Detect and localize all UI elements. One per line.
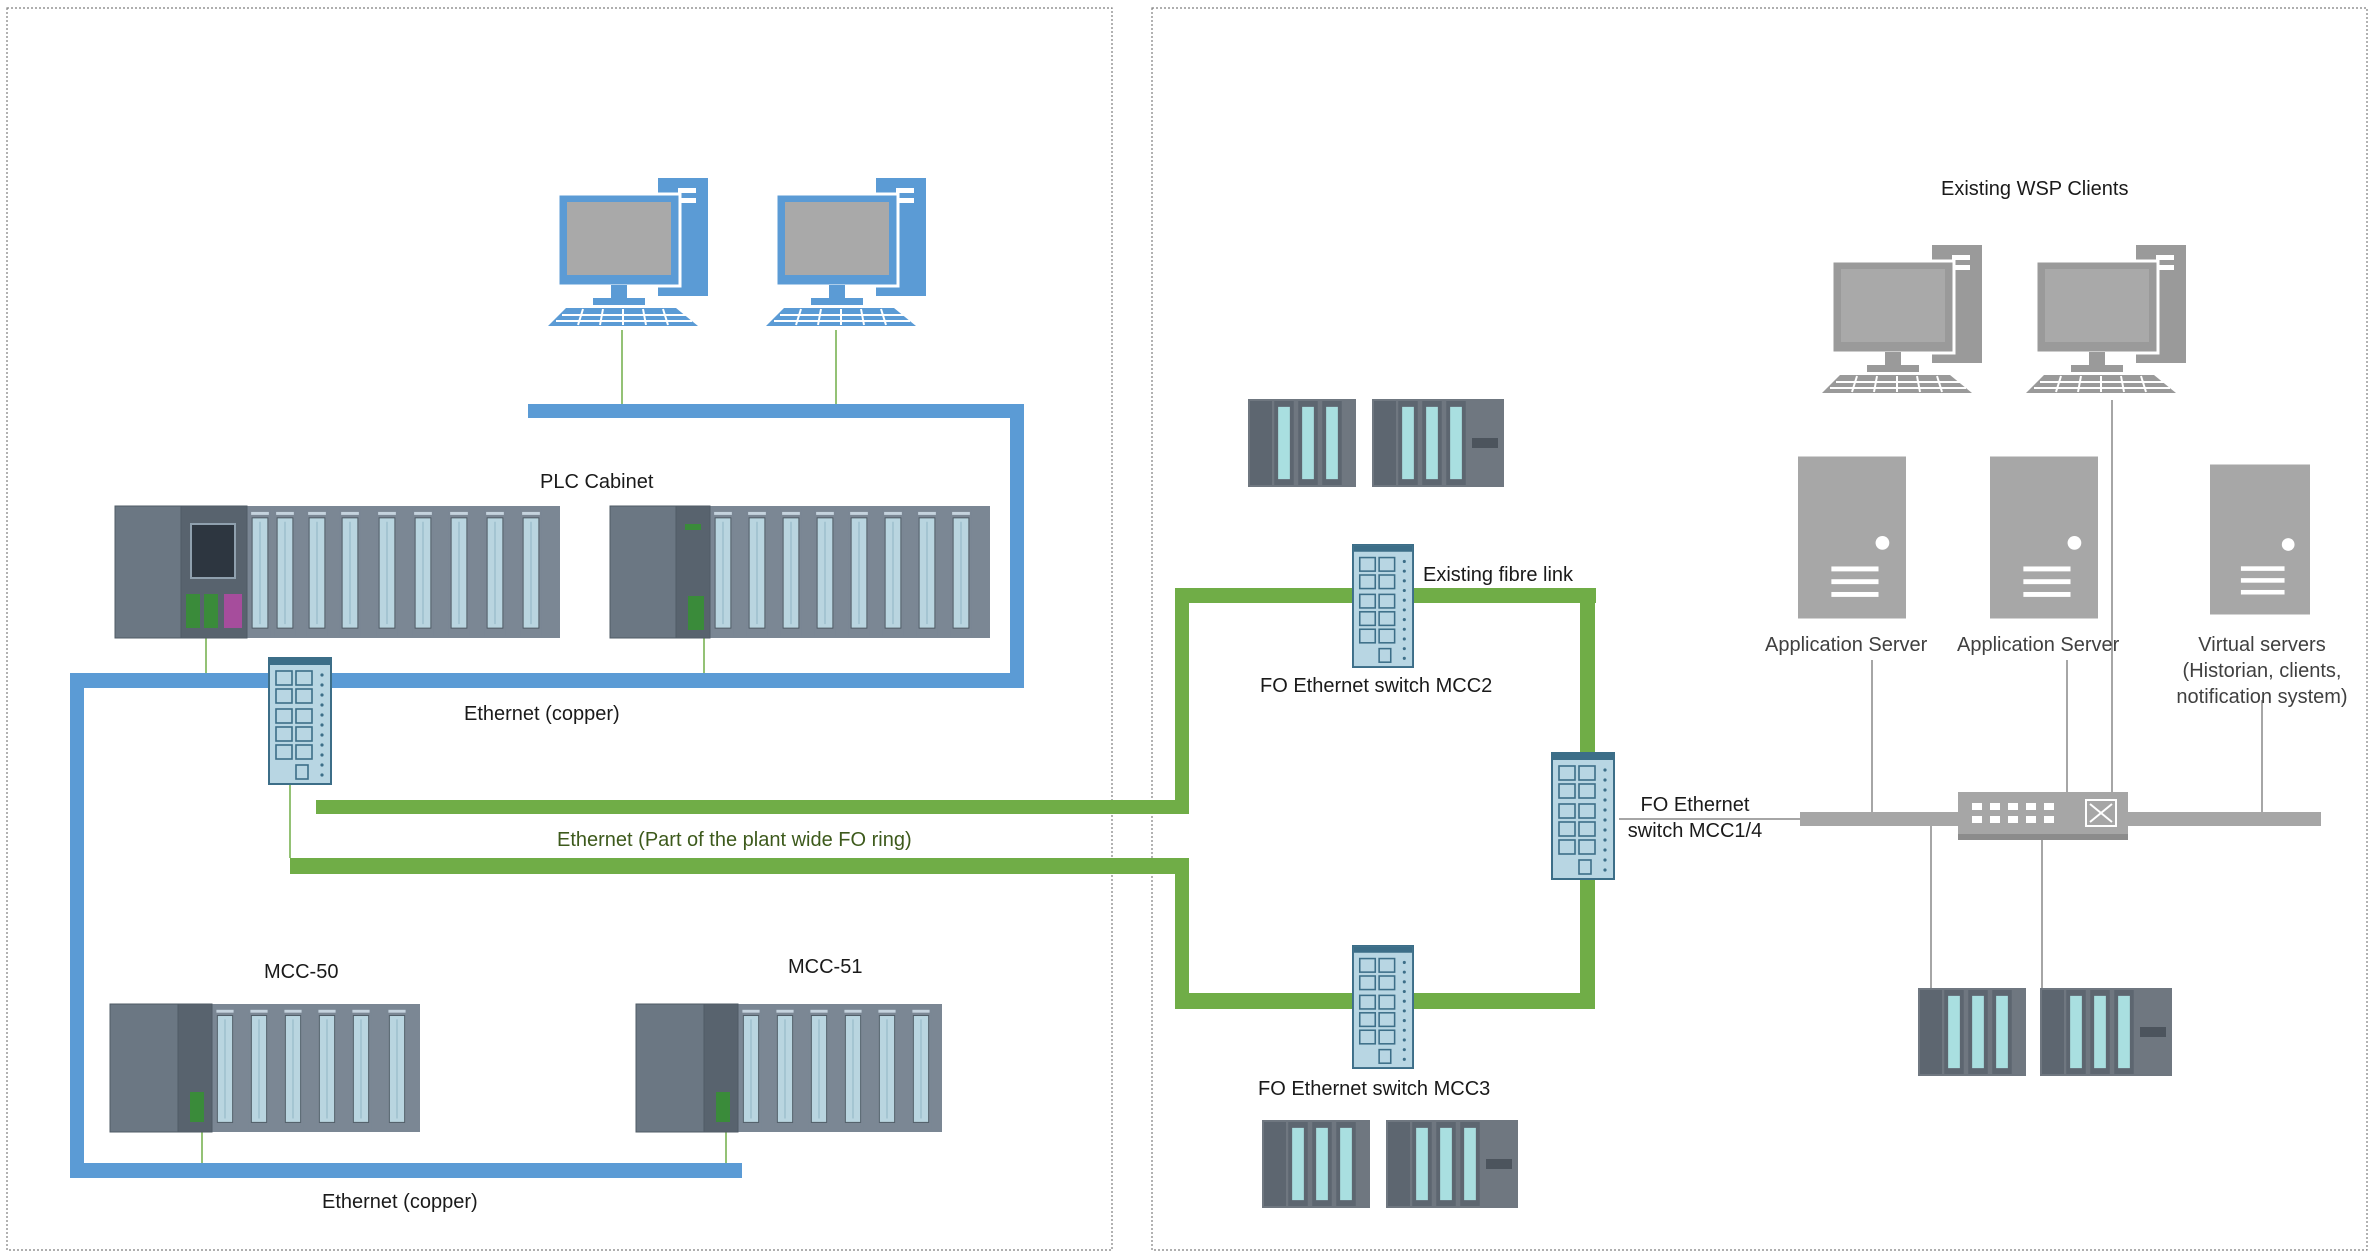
virtual-servers-line1: Virtual servers	[2198, 634, 2326, 656]
io-module-icon	[1386, 1120, 1518, 1208]
virtual-servers-line2: (Historian, clients,	[2182, 660, 2342, 682]
existing-network-lines	[1619, 400, 2321, 988]
ethernet-fo-ring-label: Ethernet (Part of the plant wide FO ring…	[557, 829, 912, 851]
virtual-servers-label: Virtual servers (Historian, clients, not…	[2162, 632, 2362, 710]
workstation-icon	[1822, 243, 1984, 395]
io-module-icon	[1918, 988, 2026, 1076]
fo-switch-mcc14-line2: switch MCC1/4	[1627, 820, 1763, 842]
io-module-icon	[1262, 1120, 1370, 1208]
plc-cabinet-label: PLC Cabinet	[540, 471, 654, 493]
plc-rack-icon	[109, 1003, 420, 1133]
workstation-icon	[548, 178, 710, 328]
fo-switch-icon	[1551, 752, 1615, 880]
fibre-links	[290, 588, 1596, 1009]
workstation-icon	[766, 178, 928, 328]
fo-switch-icon	[268, 656, 332, 786]
plc-rack-icon	[114, 505, 560, 639]
io-module-icon	[2040, 988, 2172, 1076]
plc-rack-icon	[635, 1003, 942, 1133]
server-tower-icon	[1798, 456, 1906, 619]
ethernet-copper-top-label: Ethernet (copper)	[464, 703, 620, 725]
server-tower-icon	[2210, 464, 2310, 615]
fo-switch-mcc3-label: FO Ethernet switch MCC3	[1258, 1078, 1491, 1100]
fo-switch-mcc14-line1: FO Ethernet	[1640, 794, 1750, 816]
ethernet-copper-bottom-label: Ethernet (copper)	[322, 1191, 478, 1213]
network-area-boundary	[1151, 7, 2368, 1251]
virtual-servers-line3: notification system)	[2176, 686, 2348, 708]
fo-switch-mcc14-label: FO Ethernet switch MCC1/4	[1620, 792, 1770, 844]
drop-lines	[201, 330, 837, 1163]
plc-area-boundary	[6, 7, 1113, 1251]
network-switch-icon	[1958, 792, 2128, 840]
app-server-2-label: Application Server	[1957, 634, 2120, 656]
server-tower-icon	[1990, 456, 2098, 619]
mcc50-label: MCC-50	[264, 961, 339, 983]
io-module-icon	[1372, 399, 1504, 487]
workstation-icon	[2026, 243, 2188, 395]
existing-fibre-link-label: Existing fibre link	[1423, 564, 1574, 586]
existing-wsp-clients-label: Existing WSP Clients	[1941, 178, 2129, 200]
plc-rack-icon	[609, 505, 990, 639]
io-module-icon	[1248, 399, 1356, 487]
fo-switch-icon	[1352, 543, 1414, 669]
fo-switch-mcc2-label: FO Ethernet switch MCC2	[1260, 675, 1493, 697]
app-server-1-label: Application Server	[1765, 634, 1928, 656]
mcc51-label: MCC-51	[788, 956, 863, 978]
fo-switch-icon	[1352, 944, 1414, 1070]
